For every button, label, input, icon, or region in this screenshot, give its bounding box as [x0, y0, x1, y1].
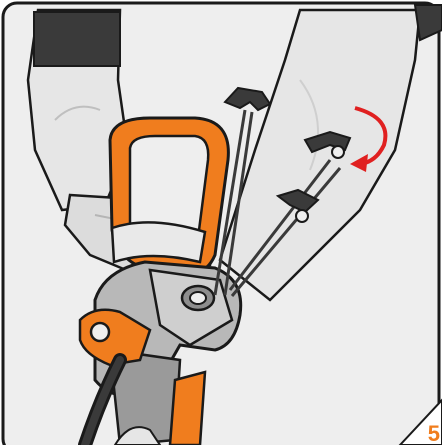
step-number: 5 — [428, 421, 440, 447]
leg-strap-band — [34, 12, 120, 66]
orange-carabiner — [110, 118, 228, 272]
